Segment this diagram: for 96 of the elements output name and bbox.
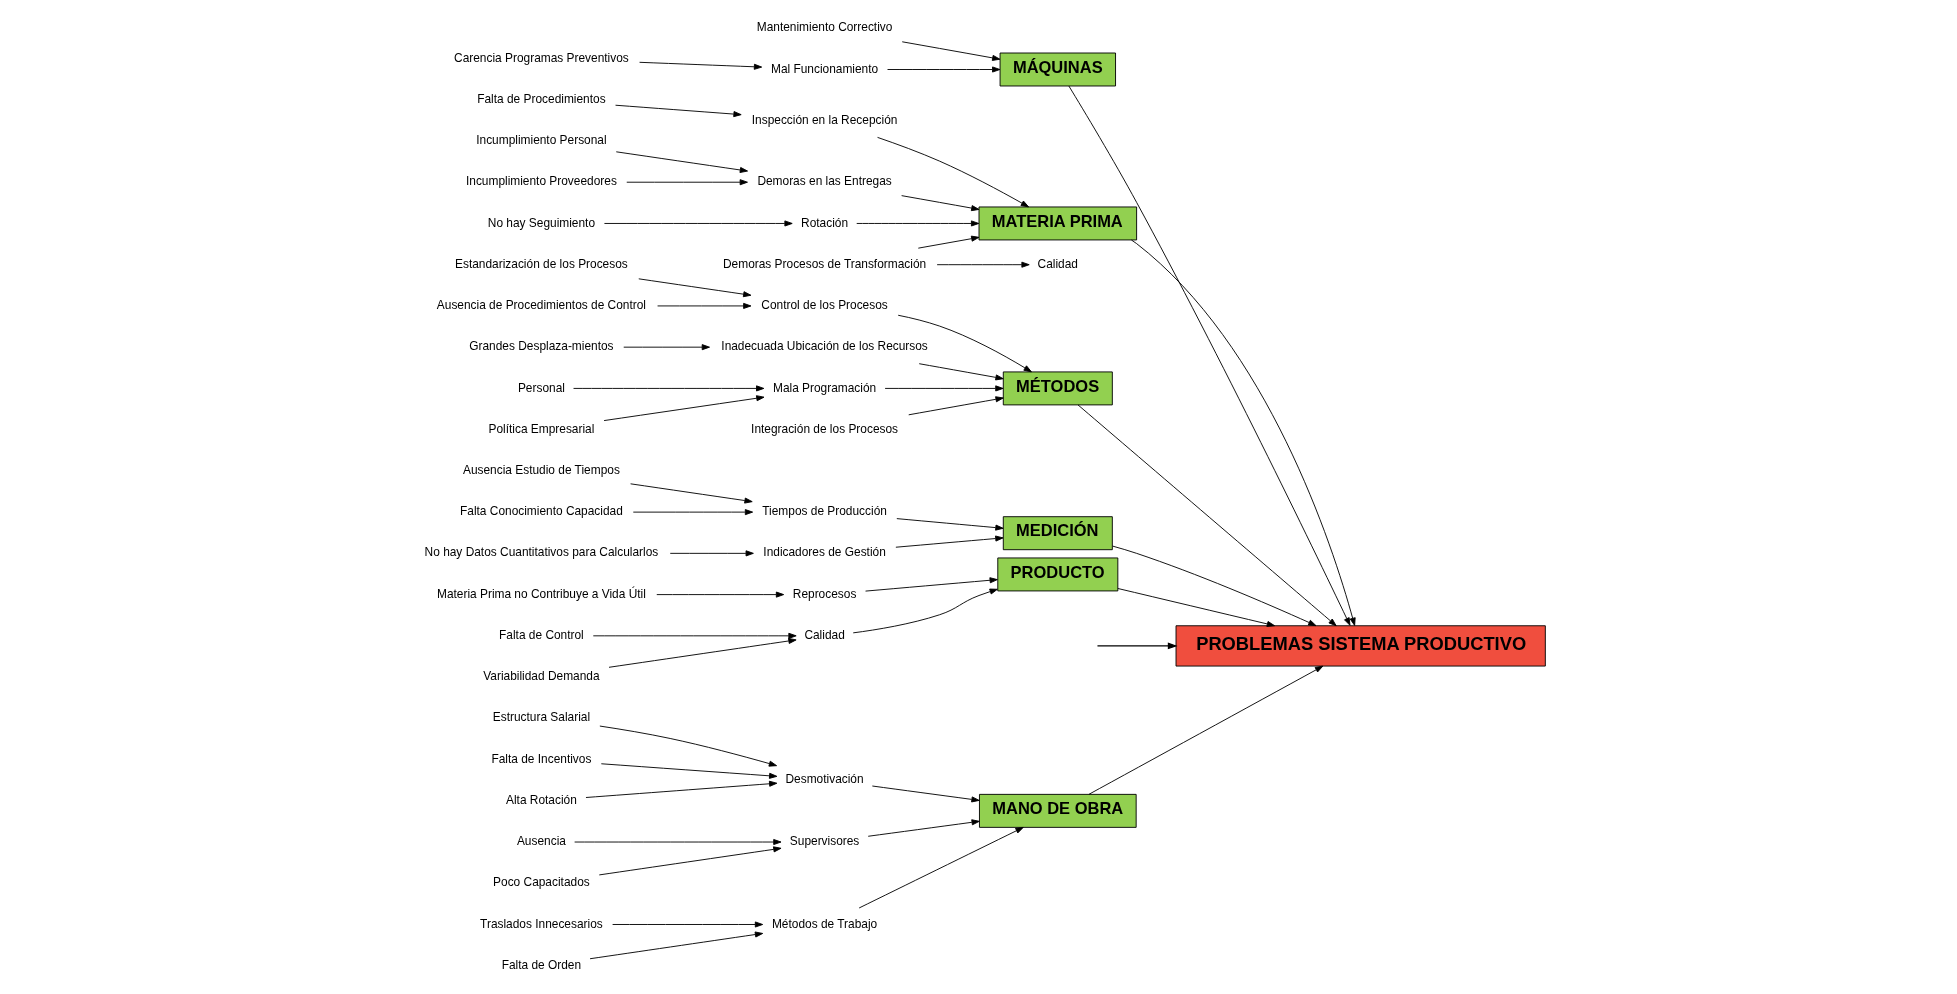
arrow	[655, 591, 784, 598]
arrow	[603, 395, 764, 422]
arrow	[632, 509, 753, 516]
node-text: Mantenimiento Correctivo	[756, 20, 892, 35]
arrow	[852, 588, 998, 634]
arrow	[611, 921, 763, 928]
node-box: PRODUCTO	[996, 557, 1118, 592]
arrow	[900, 195, 979, 212]
node-text: Reprocesos	[792, 586, 856, 601]
node-text: Estructura Salarial	[492, 710, 590, 725]
arrow	[1096, 642, 1178, 650]
node-text: Personal	[517, 380, 565, 395]
node-text: Falta Conocimiento Capacidad	[459, 504, 623, 519]
arrow	[918, 363, 1004, 381]
arrow	[864, 577, 998, 592]
node-box: MEDICIÓN	[1002, 516, 1113, 551]
arrow	[1067, 85, 1350, 626]
node-text: Materia Prima no Contribuye a Vida Útil	[436, 586, 646, 601]
node-text: Desmotivación	[785, 771, 864, 786]
node-text: Falta de Incentivos	[490, 751, 591, 766]
node-box: MATERIA PRIMA	[978, 206, 1137, 241]
node-text: Métodos de Trabajo	[771, 916, 877, 931]
arrow	[876, 136, 1029, 208]
node-text: Incumplimiento Proveedores	[465, 174, 617, 189]
node-text: Calidad	[1037, 256, 1078, 271]
node-text: Estandarización de los Procesos	[454, 256, 628, 271]
arrow	[598, 846, 781, 876]
node-text: No hay Datos Cuantitativos para Calcularlos	[424, 545, 658, 560]
arrow	[614, 104, 742, 118]
node-text: Poco Capacitados	[492, 875, 590, 890]
arrow	[897, 314, 1032, 373]
node-text: Indicadores de Gestión	[762, 545, 886, 560]
node-text: Demoras Procesos de Transformación	[722, 256, 926, 271]
arrow	[629, 483, 753, 504]
arrow	[608, 637, 797, 668]
arrow	[1077, 404, 1337, 627]
node-text: Alta Rotación	[505, 792, 577, 807]
arrow	[1130, 239, 1356, 626]
node-text: Grandes Desplaza-mientos	[468, 339, 614, 354]
node-text: Mala Programación	[772, 380, 876, 395]
node-text: Carencia Programas Preventivos	[453, 50, 629, 65]
node-text: Inadecuada Ubicación de los Recursos	[720, 339, 928, 354]
node-text: Ausencia	[516, 834, 566, 849]
node-text: Falta de Control	[498, 627, 584, 642]
node-box: MÁQUINAS	[999, 52, 1116, 87]
arrow	[871, 785, 980, 803]
node-text: Falta de Procedimientos	[476, 91, 606, 106]
arrow	[637, 278, 751, 298]
node-text: Falta de Orden	[501, 957, 581, 972]
arrow	[1116, 588, 1275, 627]
node-text: Integración de los Procesos	[750, 421, 898, 436]
node-text: Rotación	[800, 215, 848, 230]
node-box: PROBLEMAS SISTEMA PRODUCTIVO	[1175, 625, 1546, 667]
node-box: MANO DE OBRA	[978, 793, 1137, 828]
arrow	[867, 819, 980, 837]
arrow	[1088, 665, 1323, 795]
arrow	[592, 632, 797, 639]
arrow	[638, 61, 762, 70]
arrow	[600, 763, 777, 779]
arrow	[625, 179, 748, 186]
node-text: Demoras en las Entregas	[756, 174, 892, 189]
arrow	[598, 725, 777, 767]
node-text: Calidad	[803, 627, 845, 642]
node-text: Incumplimiento Personal	[475, 133, 607, 148]
arrow	[884, 385, 1003, 392]
arrow	[1111, 545, 1316, 627]
node-text: Política Empresarial	[487, 421, 594, 436]
arrow	[936, 261, 1030, 268]
node-text: Tiempos de Producción	[761, 504, 887, 519]
arrow	[894, 535, 1003, 548]
node-text: Mal Funcionamiento	[770, 61, 878, 76]
arrow	[855, 220, 979, 227]
arrow	[895, 518, 1004, 531]
node-text: Variabilidad Demanda	[482, 669, 600, 684]
node-text: Ausencia Estudio de Tiempos	[462, 463, 620, 477]
arrow	[622, 344, 710, 351]
node-box: MÉTODOS	[1002, 371, 1113, 406]
node-text: Inspección en la Recepción	[751, 112, 897, 127]
arrow	[917, 235, 979, 249]
node-text: Control de los Procesos	[760, 298, 888, 313]
arrow	[615, 151, 748, 173]
arrow	[656, 302, 751, 309]
arrow	[585, 780, 777, 798]
node-text: Supervisores	[789, 834, 859, 849]
arrow	[858, 826, 1024, 909]
node-text: Ausencia de Procedimientos de Control	[436, 298, 646, 313]
arrow	[603, 220, 793, 227]
arrow	[572, 385, 764, 392]
arrow	[589, 931, 763, 960]
node-text: No hay Seguimiento	[487, 215, 595, 230]
arrow	[907, 396, 1004, 416]
arrow	[901, 41, 1000, 61]
node-text: Traslados Innecesarios	[479, 916, 603, 931]
arrow	[886, 66, 1000, 73]
arrow	[669, 550, 754, 557]
arrow	[573, 839, 781, 846]
